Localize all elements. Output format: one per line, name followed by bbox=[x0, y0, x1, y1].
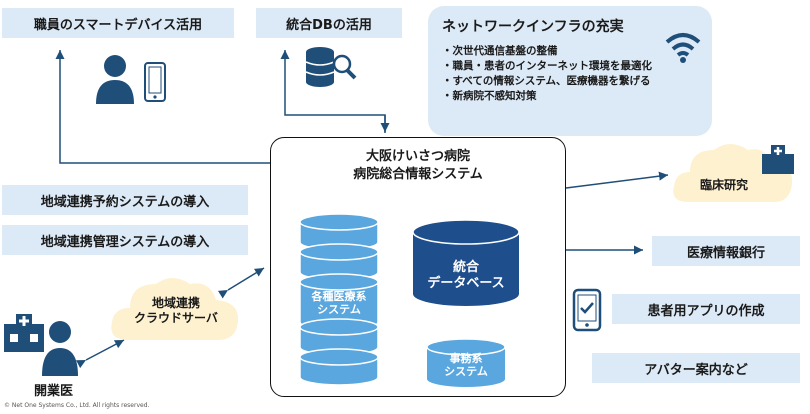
integrated-db-box: 統合DBの活用 bbox=[256, 8, 402, 38]
office-system-label: 事務系 システム bbox=[424, 352, 508, 378]
hub-title-line2: 病院総合情報システム bbox=[353, 167, 483, 182]
reservation-system-label: 地域連携予約システムの導入 bbox=[40, 194, 210, 210]
integrated-database-line2: データベース bbox=[427, 276, 505, 291]
various-systems-line2: システム bbox=[317, 303, 361, 316]
smartphone-icon bbox=[144, 62, 166, 102]
clinic-label: 開業医 bbox=[34, 384, 74, 399]
database-search-icon bbox=[305, 47, 357, 87]
office-system-cylinder bbox=[426, 338, 506, 387]
integrated-database-line1: 統合 bbox=[452, 260, 479, 275]
reservation-system-box: 地域連携予約システムの導入 bbox=[2, 185, 248, 215]
hub-title-line1: 大阪けいさつ病院 bbox=[365, 149, 470, 164]
doctor-icon bbox=[42, 321, 78, 376]
network-title: ネットワークインフラの充実 bbox=[442, 19, 624, 35]
medical-bank-label: 医療情報銀行 bbox=[686, 245, 765, 261]
wifi-icon bbox=[665, 33, 701, 63]
patient-app-box: 患者用アプリの作成 bbox=[612, 294, 800, 324]
integrated-database-cylinder bbox=[412, 219, 520, 306]
arrow-to-clinical-research bbox=[565, 171, 669, 189]
management-system-box: 地域連携管理システムの導入 bbox=[2, 225, 248, 255]
office-system-line2: システム bbox=[444, 365, 488, 378]
staff-person-icon bbox=[96, 55, 134, 104]
smart-devices-label: 職員のスマートデバイス活用 bbox=[33, 17, 203, 33]
medical-bank-box: 医療情報銀行 bbox=[652, 236, 800, 266]
arrow-cloud-hub bbox=[217, 267, 265, 299]
medical-systems-stack bbox=[299, 213, 379, 386]
network-list: 次世代通信基盤の整備 職員・患者のインターネット環境を最適化 すべての情報システ… bbox=[442, 44, 698, 104]
network-item: すべての情報システム、医療機器を繋げる bbox=[442, 74, 698, 89]
avatar-guide-box: アバター案内など bbox=[592, 353, 800, 383]
copyright: © Net One Systems Co., Ltd. All rights r… bbox=[4, 402, 150, 409]
integrated-database-label: 統合 データベース bbox=[410, 260, 522, 292]
tablet-check-icon bbox=[572, 288, 602, 332]
cloud-server-label: 地域連携 クラウドサーバ bbox=[120, 296, 232, 326]
arrow-clinic-cloud bbox=[75, 339, 125, 369]
clinical-research-label: 臨床研究 bbox=[700, 178, 749, 192]
network-item: 新病院不感知対策 bbox=[442, 89, 698, 104]
cloud-server-line1: 地域連携 bbox=[151, 296, 200, 310]
avatar-guide-label: アバター案内など bbox=[644, 362, 748, 378]
management-system-label: 地域連携管理システムの導入 bbox=[40, 234, 210, 250]
network-infra-box: ネットワークインフラの充実 次世代通信基盤の整備 職員・患者のインターネット環境… bbox=[428, 6, 712, 136]
arrow-to-smart-devices bbox=[55, 50, 270, 164]
hub-title: 大阪けいさつ病院 病院総合情報システム bbox=[270, 148, 566, 184]
various-systems-label: 各種医療系 システム bbox=[296, 290, 382, 316]
cloud-shape bbox=[111, 278, 239, 340]
integrated-db-label: 統合DBの活用 bbox=[286, 17, 372, 33]
cloud-server-line2: クラウドサーバ bbox=[134, 311, 218, 325]
network-item: 次世代通信基盤の整備 bbox=[442, 44, 698, 59]
various-systems-line1: 各種医療系 bbox=[311, 290, 367, 303]
hospital-icon bbox=[4, 314, 44, 352]
network-item: 職員・患者のインターネット環境を最適化 bbox=[442, 59, 698, 74]
office-system-line1: 事務系 bbox=[449, 352, 483, 365]
research-hospital-icon bbox=[762, 145, 794, 174]
patient-app-label: 患者用アプリの作成 bbox=[647, 303, 765, 319]
smart-devices-box: 職員のスマートデバイス活用 bbox=[2, 8, 234, 38]
